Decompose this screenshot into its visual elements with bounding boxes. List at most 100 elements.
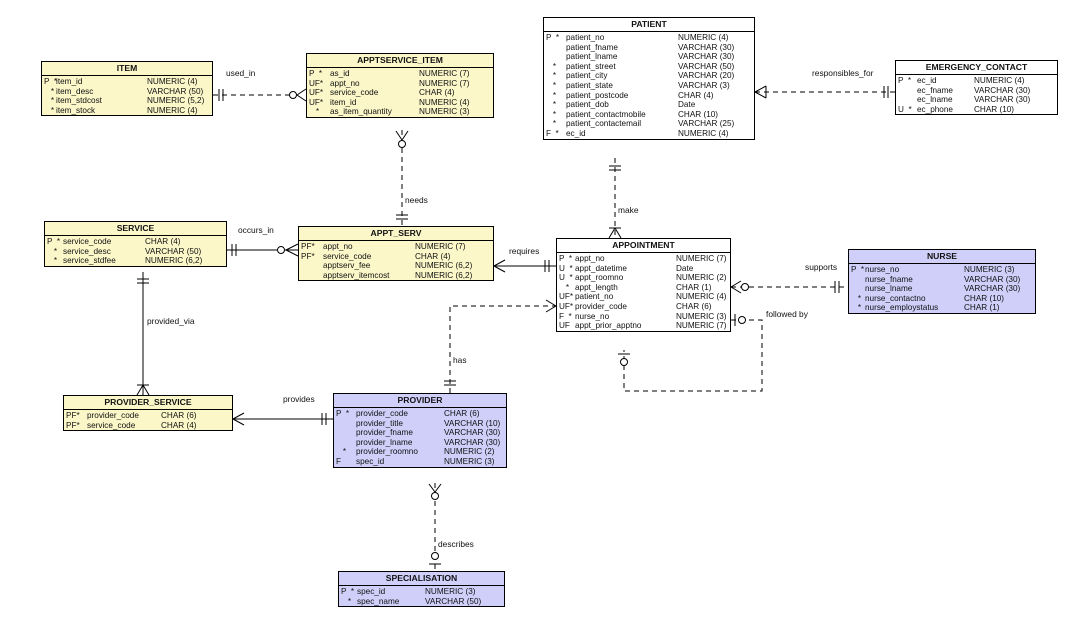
- attribute-name: item_id: [330, 97, 357, 107]
- rel-label-needs: needs: [405, 195, 428, 205]
- rel-line-has: [444, 299, 557, 393]
- attribute-flags: *: [546, 80, 557, 90]
- attribute-type: NUMERIC (7): [676, 254, 727, 263]
- attribute-flags: PF*: [66, 411, 80, 420]
- attribute-name: patient_street: [566, 61, 616, 71]
- attribute-flags: U *: [559, 263, 573, 273]
- attribute-type: Date: [676, 263, 694, 273]
- attribute-type: CHAR (6): [676, 301, 712, 311]
- rel-line-followed-by: [618, 314, 763, 392]
- rel-line-responsibles-for: [754, 85, 895, 99]
- attribute-type: CHAR (6): [161, 411, 197, 420]
- attribute-type: CHAR (6): [444, 409, 480, 418]
- rel-line-make: [608, 158, 622, 239]
- attribute-name: service_code: [323, 251, 372, 261]
- attribute-flags: F: [336, 456, 342, 466]
- attribute-flags: *: [546, 100, 557, 110]
- attribute-name: patient_postcode: [566, 90, 629, 100]
- attribute-flags: P *: [47, 237, 61, 246]
- attribute-type: VARCHAR (30): [974, 85, 1031, 95]
- attribute-type: NUMERIC (4): [676, 292, 727, 302]
- attribute-flags: *: [559, 282, 570, 292]
- attribute-flags: *: [309, 107, 320, 117]
- attribute-flags: *: [546, 90, 557, 100]
- rel-label-describes: describes: [438, 539, 474, 549]
- attribute-name: patient_dob: [566, 100, 609, 110]
- attribute-type: NUMERIC (3): [964, 265, 1015, 274]
- rel-line-provides: [232, 412, 333, 426]
- attribute-flags: P *: [341, 587, 355, 596]
- attribute-name: patient_contactemail: [566, 119, 642, 129]
- attribute-flags: *: [546, 61, 557, 71]
- attribute-type: VARCHAR (30): [964, 274, 1021, 284]
- attribute-flags: P *: [851, 265, 865, 274]
- attribute-type: NUMERIC (2): [676, 273, 727, 283]
- rel-label-provided-via: provided_via: [147, 316, 195, 326]
- entity-title: PROVIDER: [334, 394, 506, 408]
- attribute-type: NUMERIC (7): [419, 69, 470, 78]
- attribute-flags: F *: [546, 128, 559, 138]
- rel-label-provides: provides: [283, 394, 315, 404]
- attribute-name: nurse_fname: [865, 274, 913, 284]
- attribute-type: CHAR (4): [161, 420, 197, 430]
- attribute-name: patient_contactmobile: [566, 109, 646, 119]
- attribute-name: provider_code: [356, 409, 408, 418]
- attribute-name: patient_no: [566, 33, 605, 42]
- attribute-name: as_id: [330, 69, 350, 78]
- rel-line-occurs-in: [227, 243, 299, 257]
- attribute-type: CHAR (4): [419, 88, 455, 98]
- attribute-flags: *: [44, 96, 55, 106]
- attribute-flags: *: [851, 303, 862, 313]
- attribute-type: NUMERIC (5,2): [147, 96, 205, 106]
- attribute-flags: *: [44, 105, 55, 115]
- attribute-type: Date: [678, 100, 696, 110]
- attribute-type: CHAR (4): [415, 251, 451, 261]
- attribute-flags: *: [336, 447, 347, 457]
- entity-title: ITEM: [42, 62, 212, 76]
- rel-line-describes: [428, 483, 442, 571]
- attribute-name: item_stock: [56, 105, 96, 115]
- attribute-name: service_desc: [63, 246, 111, 256]
- attribute-flags: UF: [559, 321, 570, 331]
- attribute-type: CHAR (10): [974, 104, 1015, 114]
- attribute-name: provider_fname: [356, 428, 413, 438]
- attribute-type: VARCHAR (50): [145, 246, 202, 256]
- attribute-type: NUMERIC (6,2): [145, 256, 203, 266]
- attribute-type: CHAR (1): [676, 282, 712, 292]
- attribute-type: NUMERIC (7): [419, 78, 470, 88]
- attribute-name: provider_title: [356, 418, 403, 428]
- attribute-type: CHAR (10): [678, 109, 719, 119]
